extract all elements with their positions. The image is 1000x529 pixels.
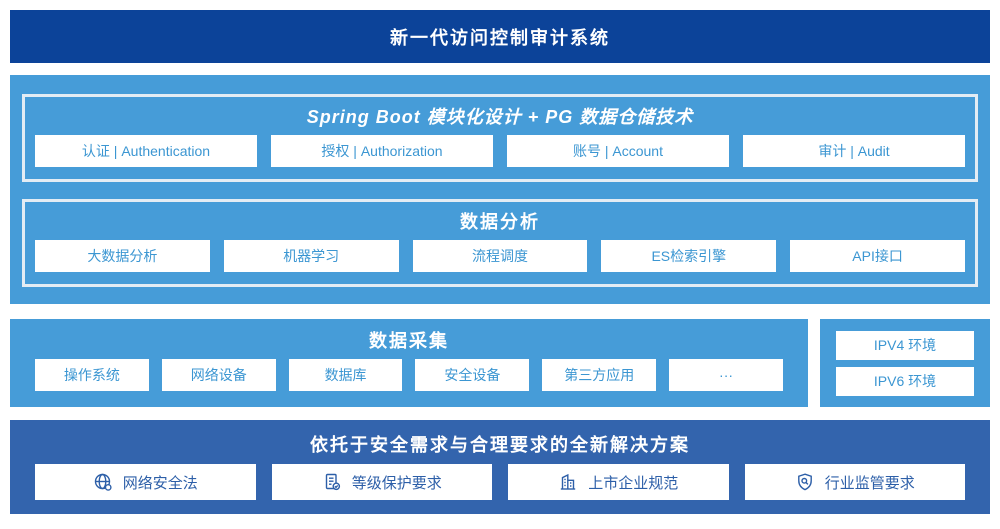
source-network-device: 网络设备 bbox=[161, 359, 276, 391]
solution-item-listed-company-standard: 上市企业规范 bbox=[508, 464, 729, 500]
source-more-ellipsis: ··· bbox=[669, 359, 783, 391]
solution-item-cybersecurity-law: 网络安全法 bbox=[35, 464, 256, 500]
env-panel: IPV4 环境 IPV6 环境 bbox=[820, 319, 990, 407]
module-es-search-engine: ES检索引擎 bbox=[601, 240, 777, 272]
source-operating-system: 操作系统 bbox=[35, 359, 149, 391]
page-title: 新一代访问控制审计系统 bbox=[390, 27, 610, 48]
springboot-module-row: 认证 | Authentication 授权 | Authorization 账… bbox=[25, 135, 975, 179]
springboot-title: Spring Boot 模块化设计 + PG 数据仓储技术 bbox=[306, 107, 694, 127]
solution-item-label: 等级保护要求 bbox=[351, 474, 442, 492]
source-third-party-app: 第三方应用 bbox=[542, 359, 657, 391]
env-ipv4: IPV4 环境 bbox=[836, 330, 974, 360]
collection-title: 数据采集 bbox=[369, 331, 449, 351]
solution-item-mlps-requirement: 等级保护要求 bbox=[271, 464, 492, 500]
module-bigdata-analysis: 大数据分析 bbox=[35, 240, 210, 272]
analysis-group: 数据分析 大数据分析 机器学习 流程调度 ES检索引擎 API接口 bbox=[22, 199, 978, 287]
solution-item-row: 网络安全法 等级保护要求 bbox=[35, 462, 965, 500]
buildings-icon bbox=[558, 472, 578, 492]
solution-item-industry-regulation: 行业监管要求 bbox=[744, 464, 965, 500]
globe-network-icon bbox=[93, 472, 113, 492]
document-check-icon bbox=[322, 472, 342, 492]
module-authorization: 授权 | Authorization bbox=[271, 135, 493, 167]
banner: 新一代访问控制审计系统 bbox=[10, 10, 990, 63]
springboot-group: Spring Boot 模块化设计 + PG 数据仓储技术 认证 | Authe… bbox=[22, 94, 978, 182]
solution-item-label: 网络安全法 bbox=[122, 474, 198, 492]
middle-row: 数据采集 操作系统 网络设备 数据库 安全设备 第三方应用 ··· IPV4 环… bbox=[10, 319, 990, 407]
module-api-interface: API接口 bbox=[790, 240, 965, 272]
collection-section: 数据采集 操作系统 网络设备 数据库 安全设备 第三方应用 ··· bbox=[10, 319, 808, 407]
module-audit: 审计 | Audit bbox=[743, 135, 965, 167]
module-machine-learning: 机器学习 bbox=[223, 240, 399, 272]
solution-item-label: 上市企业规范 bbox=[588, 474, 679, 492]
solution-item-label: 行业监管要求 bbox=[824, 474, 915, 492]
module-account: 账号 | Account bbox=[507, 135, 729, 167]
collection-source-row: 操作系统 网络设备 数据库 安全设备 第三方应用 ··· bbox=[35, 356, 783, 391]
source-security-device: 安全设备 bbox=[415, 359, 530, 391]
solution-section: 依托于安全需求与合理要求的全新解决方案 网络安全法 bbox=[10, 420, 990, 514]
analysis-module-row: 大数据分析 机器学习 流程调度 ES检索引擎 API接口 bbox=[25, 240, 975, 284]
env-ipv6: IPV6 环境 bbox=[836, 366, 974, 396]
platform-section: Spring Boot 模块化设计 + PG 数据仓储技术 认证 | Authe… bbox=[10, 75, 990, 304]
solution-title: 依托于安全需求与合理要求的全新解决方案 bbox=[310, 435, 690, 455]
module-authentication: 认证 | Authentication bbox=[35, 135, 257, 167]
analysis-title: 数据分析 bbox=[460, 212, 540, 232]
module-workflow-scheduling: 流程调度 bbox=[412, 240, 588, 272]
source-database: 数据库 bbox=[288, 359, 403, 391]
shield-search-icon bbox=[795, 472, 815, 492]
